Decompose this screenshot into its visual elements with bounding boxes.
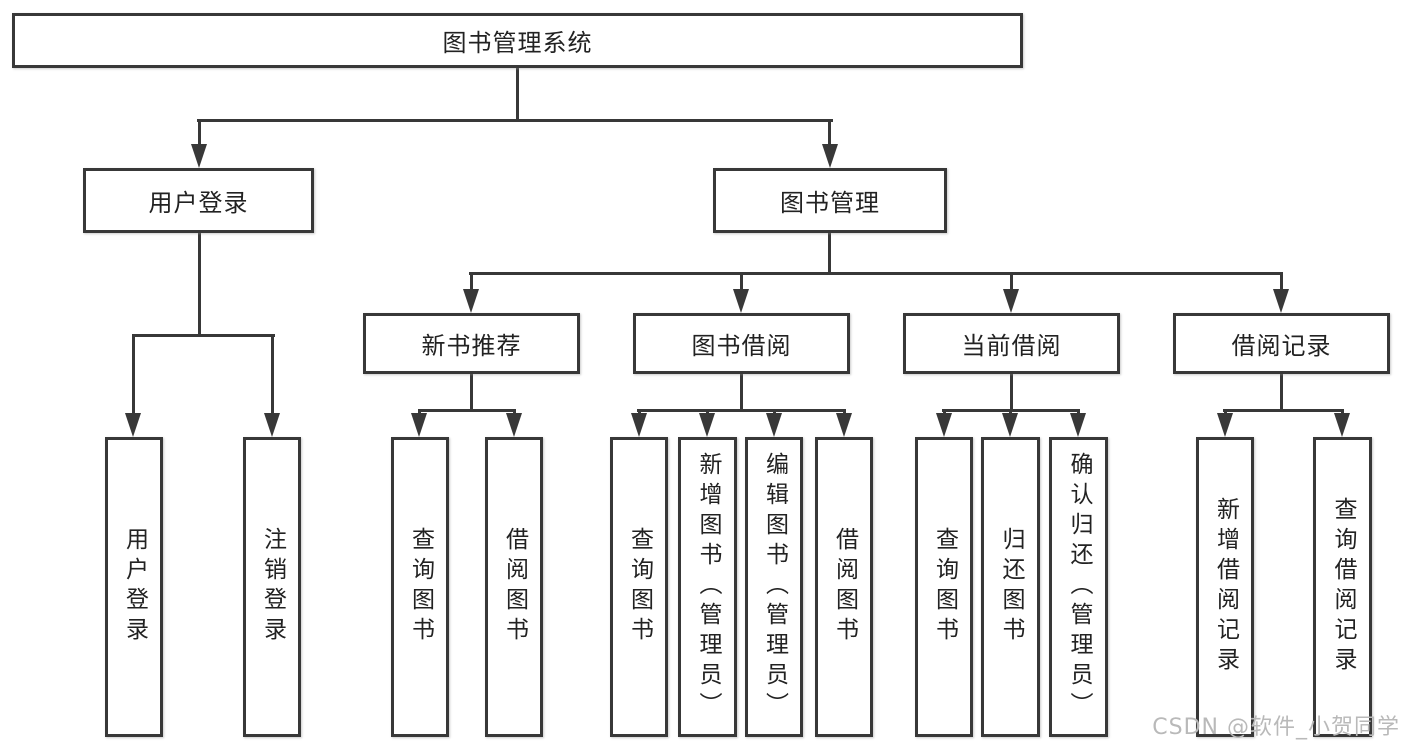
connector-line: [740, 272, 743, 295]
leaf-query-borrow-record: 查询借阅记录: [1313, 437, 1372, 737]
arrow-down-icon: [822, 144, 838, 168]
node-user-login-label: 用户登录: [148, 189, 249, 217]
connector-line: [132, 334, 135, 416]
arrow-down-icon: [191, 144, 207, 168]
arrow-down-icon: [631, 413, 647, 437]
node-book-borrowing-label: 图书借阅: [691, 332, 792, 360]
connector-line: [828, 119, 831, 147]
connector-line: [470, 374, 473, 412]
node-current-borrowing-label: 当前借阅: [961, 332, 1062, 360]
node-current-borrowing: 当前借阅: [903, 313, 1120, 374]
arrow-down-icon: [1002, 413, 1018, 437]
connector-line: [198, 233, 201, 337]
connector-line: [828, 233, 831, 275]
arrow-down-icon: [1273, 289, 1289, 313]
leaf-borrow-books-recommend-label: 借阅图书: [501, 527, 528, 647]
leaf-query-books-current-label: 查询图书: [931, 527, 958, 647]
node-new-book-recommendation-label: 新书推荐: [421, 332, 522, 360]
leaf-add-borrow-record: 新增借阅记录: [1196, 437, 1254, 737]
node-new-book-recommendation: 新书推荐: [363, 313, 580, 374]
leaf-query-books-borrowing-label: 查询图书: [626, 527, 653, 647]
node-book-management: 图书管理: [713, 168, 947, 233]
leaf-user-login-label: 用户登录: [121, 527, 148, 647]
arrow-down-icon: [125, 413, 141, 437]
node-user-login: 用户登录: [83, 168, 314, 233]
leaf-edit-books-admin-label: 编辑图书（管理员）: [761, 452, 788, 722]
connector-line: [637, 409, 846, 412]
node-book-management-label: 图书管理: [780, 189, 880, 217]
root-node-library-management-system: 图书管理系统: [12, 13, 1023, 68]
arrow-down-icon: [463, 289, 479, 313]
connector-line: [469, 272, 1283, 275]
leaf-return-books-label: 归还图书: [998, 527, 1024, 647]
arrow-down-icon: [1217, 413, 1233, 437]
leaf-edit-books-admin: 编辑图书（管理员）: [745, 437, 803, 737]
connector-line: [132, 334, 275, 337]
connector-line: [198, 119, 201, 147]
leaf-query-books-current: 查询图书: [915, 437, 973, 737]
arrow-down-icon: [936, 413, 952, 437]
leaf-logout-label: 注销登录: [259, 527, 286, 647]
leaf-return-books: 归还图书: [981, 437, 1040, 737]
root-node-label: 图书管理系统: [442, 29, 593, 57]
leaf-add-borrow-record-label: 新增借阅记录: [1212, 497, 1239, 677]
connector-line: [1223, 409, 1344, 412]
connector-line: [1280, 374, 1283, 412]
leaf-query-books-borrowing: 查询图书: [610, 437, 668, 737]
node-borrowing-records-label: 借阅记录: [1231, 332, 1332, 360]
connector-line: [1010, 272, 1013, 295]
leaf-borrow-books: 借阅图书: [815, 437, 873, 737]
connector-line: [271, 334, 274, 416]
node-book-borrowing: 图书借阅: [633, 313, 850, 374]
connector-line: [197, 119, 833, 122]
arrow-down-icon: [1070, 413, 1086, 437]
leaf-logout: 注销登录: [243, 437, 301, 737]
leaf-query-books-recommend: 查询图书: [391, 437, 449, 737]
connector-line: [740, 374, 743, 412]
arrow-down-icon: [1334, 413, 1350, 437]
leaf-confirm-return-admin: 确认归还（管理员）: [1049, 437, 1108, 737]
connector-line: [516, 68, 519, 122]
leaf-add-books-admin: 新增图书（管理员）: [678, 437, 737, 737]
node-borrowing-records: 借阅记录: [1173, 313, 1390, 374]
arrow-down-icon: [411, 413, 427, 437]
leaf-confirm-return-admin-label: 确认归还（管理员）: [1066, 452, 1092, 722]
arrow-down-icon: [1003, 289, 1019, 313]
connector-line: [418, 409, 516, 412]
connector-line: [1280, 272, 1283, 295]
leaf-borrow-books-recommend: 借阅图书: [485, 437, 543, 737]
leaf-user-login: 用户登录: [105, 437, 163, 737]
arrow-down-icon: [836, 413, 852, 437]
arrow-down-icon: [733, 289, 749, 313]
arrow-down-icon: [506, 413, 522, 437]
arrow-down-icon: [264, 413, 280, 437]
leaf-add-books-admin-label: 新增图书（管理员）: [695, 452, 721, 722]
arrow-down-icon: [699, 413, 715, 437]
connector-line: [470, 272, 473, 295]
leaf-query-books-recommend-label: 查询图书: [407, 527, 434, 647]
connector-line: [1010, 374, 1013, 412]
leaf-borrow-books-label: 借阅图书: [831, 527, 858, 647]
leaf-query-borrow-record-label: 查询借阅记录: [1330, 497, 1356, 677]
arrow-down-icon: [766, 413, 782, 437]
